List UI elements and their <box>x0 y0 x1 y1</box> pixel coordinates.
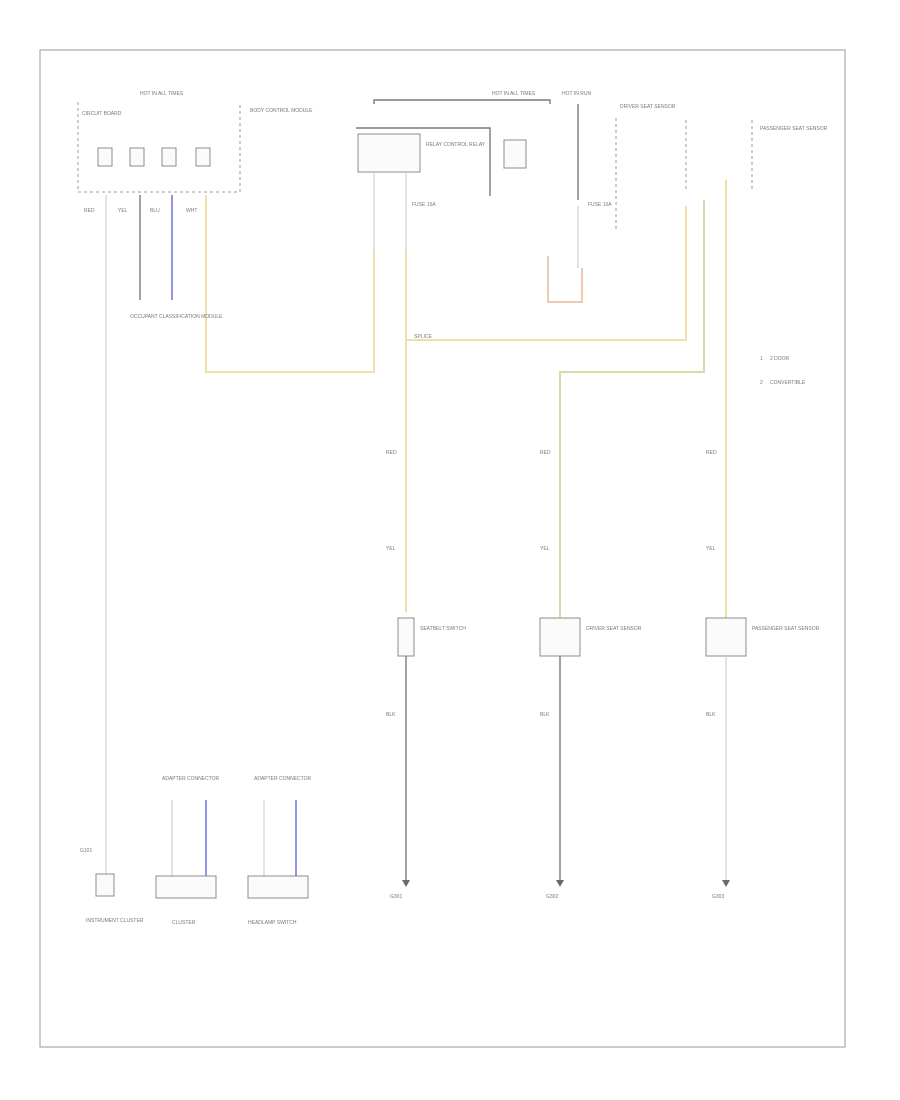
svg-text:SEATBELT SWITCH: SEATBELT SWITCH <box>420 626 466 632</box>
svg-text:HOT IN ALL TIMES: HOT IN ALL TIMES <box>492 91 536 97</box>
svg-text:RED: RED <box>386 450 397 456</box>
svg-text:HEADLAMP SWITCH: HEADLAMP SWITCH <box>248 920 297 926</box>
svg-text:BLK: BLK <box>386 712 396 718</box>
bottom-left-connectors: G101 INSTRUMENT CLUSTER ADAPTER CONNECTO… <box>80 776 312 926</box>
svg-text:BODY CONTROL MODULE: BODY CONTROL MODULE <box>250 108 313 114</box>
legend: 1 2 DOOR 2 CONVERTIBLE <box>760 356 806 386</box>
ground-symbol-2 <box>556 880 564 887</box>
wire-mid-vertical <box>559 200 705 618</box>
svg-text:G302: G302 <box>546 894 558 900</box>
svg-text:RELAY CONTROL RELAY: RELAY CONTROL RELAY <box>426 142 486 148</box>
svg-text:DRIVER SEAT SENSOR: DRIVER SEAT SENSOR <box>586 626 642 632</box>
svg-text:CIRCUIT BOARD: CIRCUIT BOARD <box>82 111 122 117</box>
svg-text:SPLICE: SPLICE <box>414 334 432 340</box>
svg-text:HOT IN ALL TIMES: HOT IN ALL TIMES <box>140 91 184 97</box>
wire-left-yellow <box>205 195 375 373</box>
svg-text:BLK: BLK <box>540 712 550 718</box>
diagram-frame <box>39 49 846 1048</box>
ground-symbol-3 <box>722 880 730 887</box>
driver-seat-sensor: DRIVER SEAT SENSOR <box>539 617 642 657</box>
svg-text:DRIVER SEAT SENSOR: DRIVER SEAT SENSOR <box>620 104 676 110</box>
svg-text:G303: G303 <box>712 894 724 900</box>
svg-text:YEL: YEL <box>118 208 128 214</box>
hot-in-run-block: HOT IN RUN FUSE 10A DRIVER SEAT SENSOR P… <box>547 91 828 303</box>
svg-text:G301: G301 <box>390 894 402 900</box>
wire-junction <box>405 206 687 341</box>
svg-text:2 DOOR: 2 DOOR <box>770 356 790 362</box>
svg-text:FUSE 10A: FUSE 10A <box>588 202 612 208</box>
svg-text:RED: RED <box>540 450 551 456</box>
svg-text:CLUSTER: CLUSTER <box>172 920 196 926</box>
relay-box: HOT IN ALL TIMES RELAY CONTROL RELAY FUS… <box>356 91 551 252</box>
svg-text:PASSENGER SEAT SENSOR: PASSENGER SEAT SENSOR <box>752 626 820 632</box>
svg-text:YEL: YEL <box>706 546 716 552</box>
body-control-module: HOT IN ALL TIMES BODY CONTROL MODULE CIR… <box>77 91 313 193</box>
svg-text:BLU: BLU <box>150 208 160 214</box>
svg-text:CONVERTIBLE: CONVERTIBLE <box>770 380 806 386</box>
svg-text:RED: RED <box>706 450 717 456</box>
svg-text:HOT IN RUN: HOT IN RUN <box>562 91 591 97</box>
svg-text:G101: G101 <box>80 848 92 854</box>
passenger-seat-sensor: PASSENGER SEAT SENSOR <box>705 617 820 657</box>
svg-text:RED: RED <box>84 208 95 214</box>
svg-text:YEL: YEL <box>540 546 550 552</box>
svg-text:PASSENGER SEAT SENSOR: PASSENGER SEAT SENSOR <box>760 126 828 132</box>
svg-text:2: 2 <box>760 380 763 386</box>
svg-text:WHT: WHT <box>186 208 197 214</box>
seatbelt-switch: SEATBELT SWITCH <box>397 617 466 657</box>
svg-text:ADAPTER CONNECTOR: ADAPTER CONNECTOR <box>162 776 220 782</box>
svg-text:ADAPTER CONNECTOR: ADAPTER CONNECTOR <box>254 776 312 782</box>
svg-text:OCCUPANT CLASSIFICATION MODULE: OCCUPANT CLASSIFICATION MODULE <box>130 314 223 320</box>
svg-text:INSTRUMENT CLUSTER: INSTRUMENT CLUSTER <box>86 918 144 924</box>
svg-text:1: 1 <box>760 356 763 362</box>
svg-text:YEL: YEL <box>386 546 396 552</box>
svg-text:FUSE 15A: FUSE 15A <box>412 202 436 208</box>
ground-symbol-1 <box>402 880 410 887</box>
svg-text:BLK: BLK <box>706 712 716 718</box>
